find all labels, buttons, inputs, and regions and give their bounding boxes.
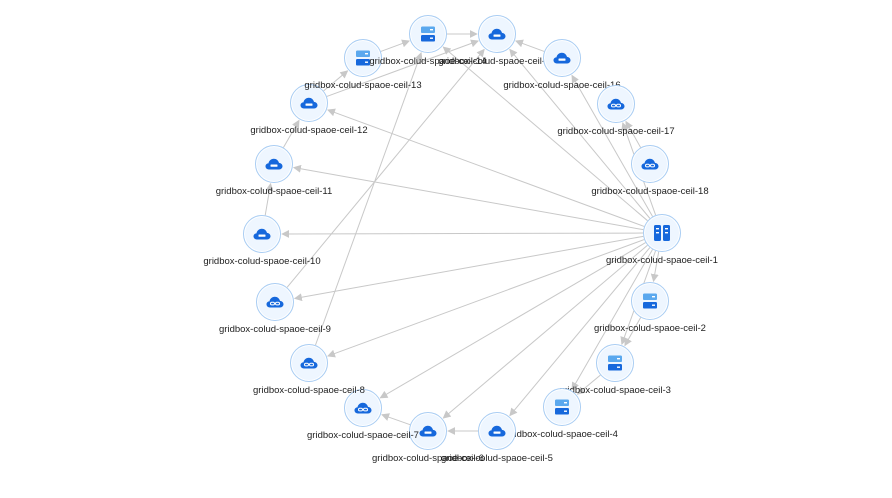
- node-circle[interactable]: [290, 84, 328, 122]
- edge-1-to-4: [571, 249, 653, 391]
- edge-1-to-2: [650, 251, 660, 283]
- cloud-drive-icon: [252, 225, 272, 243]
- node-label: gridbox-colud-spaoe-ceil-8: [253, 385, 365, 396]
- node-circle[interactable]: [631, 282, 669, 320]
- edge-1-to-10: [281, 229, 644, 238]
- node-label: gridbox-colud-spaoe-ceil-1: [606, 255, 718, 266]
- edge-11-to-12: [283, 119, 300, 148]
- node-label: gridbox-colud-spaoe-ceil-4: [506, 429, 618, 440]
- node-circle[interactable]: [596, 344, 634, 382]
- edge-1-to-9: [293, 235, 644, 302]
- cloud-drive-icon: [264, 155, 284, 173]
- server-stack-icon: [605, 354, 625, 372]
- node-label: gridbox-colud-spaoe-ceil-17: [557, 126, 675, 137]
- node-circle[interactable]: [543, 39, 581, 77]
- node-circle[interactable]: [256, 283, 294, 321]
- node-label: gridbox-colud-spaoe-ceil-18: [591, 186, 709, 197]
- node-circle[interactable]: [478, 412, 516, 450]
- edge-12-to-15: [326, 39, 479, 97]
- cloud-drive-icon: [487, 422, 507, 440]
- node-label: gridbox-colud-spaoe-ceil-6: [372, 453, 484, 464]
- server-stack-icon: [640, 292, 660, 310]
- cloud-link-icon: [265, 293, 285, 311]
- cloud-link-icon: [353, 399, 373, 417]
- edge-16-to-15: [515, 39, 545, 52]
- edge-9-to-15: [286, 48, 485, 288]
- edge-10-to-11: [264, 182, 274, 216]
- edge-1-to-8: [327, 239, 645, 358]
- node-circle[interactable]: [631, 145, 669, 183]
- node-circle[interactable]: [409, 412, 447, 450]
- node-label: gridbox-colud-spaoe-ceil-5: [441, 453, 553, 464]
- edge-1-to-7: [379, 242, 646, 399]
- node-circle[interactable]: [478, 15, 516, 53]
- node-label: gridbox-colud-spaoe-ceil-9: [219, 324, 331, 335]
- cloud-link-icon: [606, 95, 626, 113]
- node-label: gridbox-colud-spaoe-ceil-3: [559, 385, 671, 396]
- edge-1-to-14: [442, 46, 648, 222]
- node-circle[interactable]: [344, 39, 382, 77]
- server-stack-icon: [353, 49, 373, 67]
- edge-1-to-12: [327, 108, 645, 227]
- node-label: gridbox-colud-spaoe-ceil-16: [503, 80, 621, 91]
- node-label: gridbox-colud-spaoe-ceil-2: [594, 323, 706, 334]
- cloud-drive-icon: [418, 422, 438, 440]
- edge-1-to-16: [571, 74, 654, 217]
- server-rack-icon: [652, 224, 672, 242]
- cloud-drive-icon: [487, 25, 507, 43]
- edge-3-to-4: [576, 374, 601, 395]
- edge-8-to-14: [314, 52, 423, 346]
- cloud-link-icon: [640, 155, 660, 173]
- cloud-link-icon: [299, 354, 319, 372]
- node-label: gridbox-colud-spaoe-ceil-13: [304, 80, 422, 91]
- edge-1-to-6: [442, 244, 648, 419]
- edge-1-to-5: [509, 247, 651, 417]
- node-circle[interactable]: [255, 145, 293, 183]
- node-circle[interactable]: [643, 214, 681, 252]
- node-label: gridbox-colud-spaoe-ceil-10: [203, 256, 321, 267]
- edge-13-to-14: [380, 39, 410, 52]
- node-label: gridbox-colud-spaoe-ceil-15: [438, 56, 556, 67]
- edge-6-to-7: [381, 413, 411, 426]
- node-circle[interactable]: [290, 344, 328, 382]
- node-circle[interactable]: [597, 85, 635, 123]
- cloud-drive-icon: [552, 49, 572, 67]
- node-label: gridbox-colud-spaoe-ceil-14: [369, 56, 487, 67]
- edge-2-to-3: [624, 317, 642, 347]
- cloud-drive-icon: [299, 94, 319, 112]
- edge-12-to-13: [323, 70, 349, 92]
- node-circle[interactable]: [243, 215, 281, 253]
- node-label: gridbox-colud-spaoe-ceil-12: [250, 125, 368, 136]
- node-circle[interactable]: [409, 15, 447, 53]
- node-label: gridbox-colud-spaoe-ceil-7: [307, 430, 419, 441]
- edge-1-to-15: [509, 48, 651, 219]
- node-circle[interactable]: [543, 388, 581, 426]
- edge-18-to-17: [625, 120, 642, 148]
- node-circle[interactable]: [344, 389, 382, 427]
- server-stack-icon: [418, 25, 438, 43]
- edge-1-to-11: [292, 164, 644, 231]
- node-label: gridbox-colud-spaoe-ceil-11: [215, 186, 333, 197]
- server-stack-icon: [552, 398, 572, 416]
